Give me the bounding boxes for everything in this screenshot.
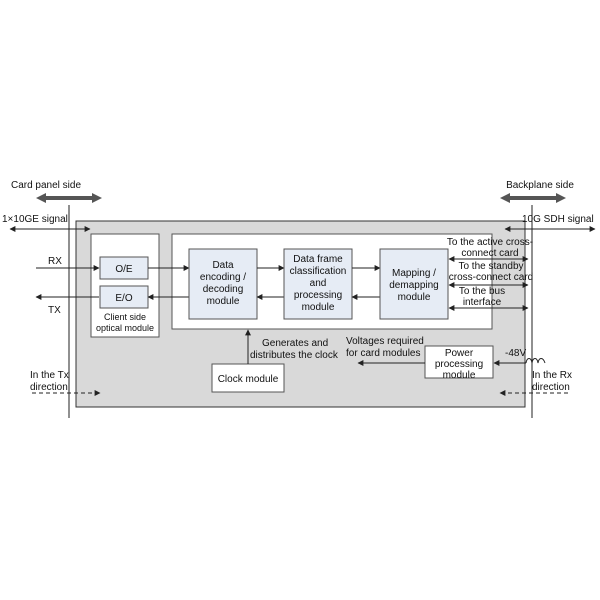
- tx-label: TX: [48, 305, 61, 316]
- data-encoding-label-1: Data: [212, 260, 234, 271]
- data-frame-module: [283, 248, 353, 320]
- 10ge-signal-label: 1×10GE signal: [2, 214, 68, 225]
- rx-direction-label-1: In the Rx: [532, 370, 572, 381]
- bus-interface-label-2: interface: [463, 297, 502, 308]
- data-frame-label-3: and: [310, 278, 327, 289]
- voltages-label-2: for card modules: [346, 348, 420, 359]
- rx-label: RX: [48, 256, 62, 267]
- standby-cc-label-1: To the standby: [458, 261, 523, 272]
- data-encoding-label-4: module: [207, 296, 240, 307]
- mapping-label-2: demapping: [389, 280, 438, 291]
- eo-label: E/O: [115, 293, 132, 304]
- client-optical-label-2: optical module: [96, 323, 154, 333]
- neg-48v-label: -48V: [505, 348, 526, 359]
- voltages-label-1: Voltages required: [346, 336, 424, 347]
- data-frame-label-1: Data frame: [293, 254, 343, 265]
- standby-cc-label-2: cross-connect card: [449, 272, 533, 283]
- power-label-1: Power: [445, 348, 474, 359]
- clock-module: [211, 363, 285, 393]
- generates-clock-label-1: Generates and: [262, 338, 328, 349]
- power-label-2: processing: [435, 359, 483, 370]
- data-encoding-label-3: decoding: [203, 284, 244, 295]
- backplane-side-arrow: [500, 193, 566, 203]
- data-encoding-label-2: encoding /: [200, 272, 246, 283]
- mapping-module: [379, 248, 449, 320]
- mapping-label-1: Mapping /: [392, 268, 436, 279]
- backplane-side-label: Backplane side: [506, 180, 574, 191]
- client-optical-label-1: Client side: [104, 312, 146, 322]
- active-cc-label-1: To the active cross-: [447, 237, 533, 248]
- tx-direction-label-2: direction: [30, 382, 68, 393]
- data-encoding-module: [188, 248, 258, 320]
- rx-direction-label-2: direction: [532, 382, 570, 393]
- active-cc-label-2: connect card: [461, 248, 518, 259]
- data-frame-label-2: classification: [290, 266, 347, 277]
- oe-label: O/E: [115, 264, 133, 275]
- inductor-symbol: [525, 358, 546, 364]
- data-frame-label-5: module: [302, 302, 335, 313]
- bus-interface-label-1: To the bus: [459, 286, 505, 297]
- 10g-sdh-signal-label: 10G SDH signal: [522, 214, 594, 225]
- power-module: [424, 345, 494, 379]
- card-panel-side-arrow: [36, 193, 102, 203]
- clock-label: Clock module: [218, 374, 279, 385]
- card-panel-side-label: Card panel side: [11, 180, 81, 191]
- tx-direction-label-1: In the Tx: [30, 370, 69, 381]
- mapping-label-3: module: [398, 292, 431, 303]
- generates-clock-label-2: distributes the clock: [250, 350, 339, 361]
- data-frame-label-4: processing: [294, 290, 342, 301]
- power-label-3: module: [443, 370, 476, 381]
